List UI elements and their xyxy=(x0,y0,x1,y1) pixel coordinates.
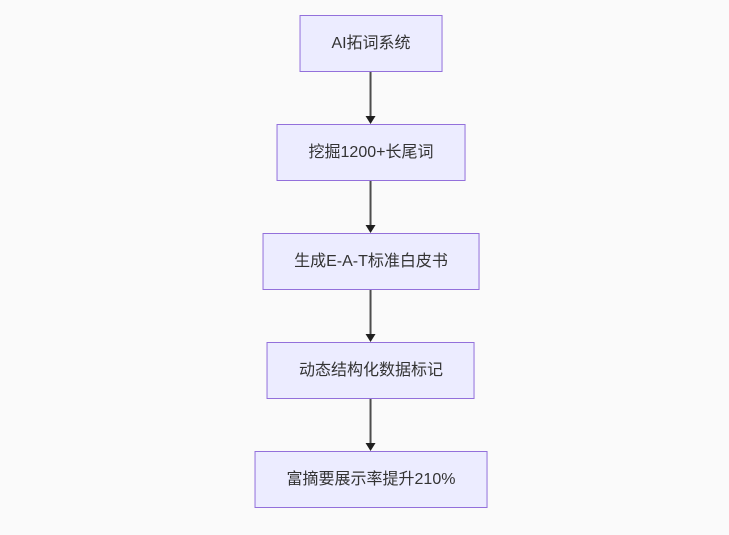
flow-node-label: AI拓词系统 xyxy=(331,34,411,52)
arrow-down-icon xyxy=(366,334,376,342)
flow-node-2: 挖掘1200+长尾词 xyxy=(276,124,466,181)
flow-connector-4 xyxy=(365,399,377,451)
flow-node-label: 挖掘1200+长尾词 xyxy=(308,143,434,161)
flow-node-label: 生成E-A-T标准白皮书 xyxy=(294,252,448,270)
flow-node-5: 富摘要展示率提升210% xyxy=(254,451,488,508)
arrow-down-icon xyxy=(366,225,376,233)
arrow-line xyxy=(370,181,372,225)
arrow-down-icon xyxy=(366,443,376,451)
flow-connector-2 xyxy=(365,181,377,233)
arrow-line xyxy=(370,290,372,334)
flow-node-3: 生成E-A-T标准白皮书 xyxy=(262,233,480,290)
flow-connector-1 xyxy=(365,72,377,124)
arrow-down-icon xyxy=(366,116,376,124)
arrow-line xyxy=(370,72,372,116)
arrow-line xyxy=(370,399,372,443)
flow-node-4: 动态结构化数据标记 xyxy=(266,342,475,399)
flow-connector-3 xyxy=(365,290,377,342)
flowchart: AI拓词系统 挖掘1200+长尾词 生成E-A-T标准白皮书 动态结构化数据标记 xyxy=(254,15,488,508)
flow-node-1: AI拓词系统 xyxy=(299,15,443,72)
flow-node-label: 动态结构化数据标记 xyxy=(298,361,443,379)
flow-node-label: 富摘要展示率提升210% xyxy=(286,470,456,488)
